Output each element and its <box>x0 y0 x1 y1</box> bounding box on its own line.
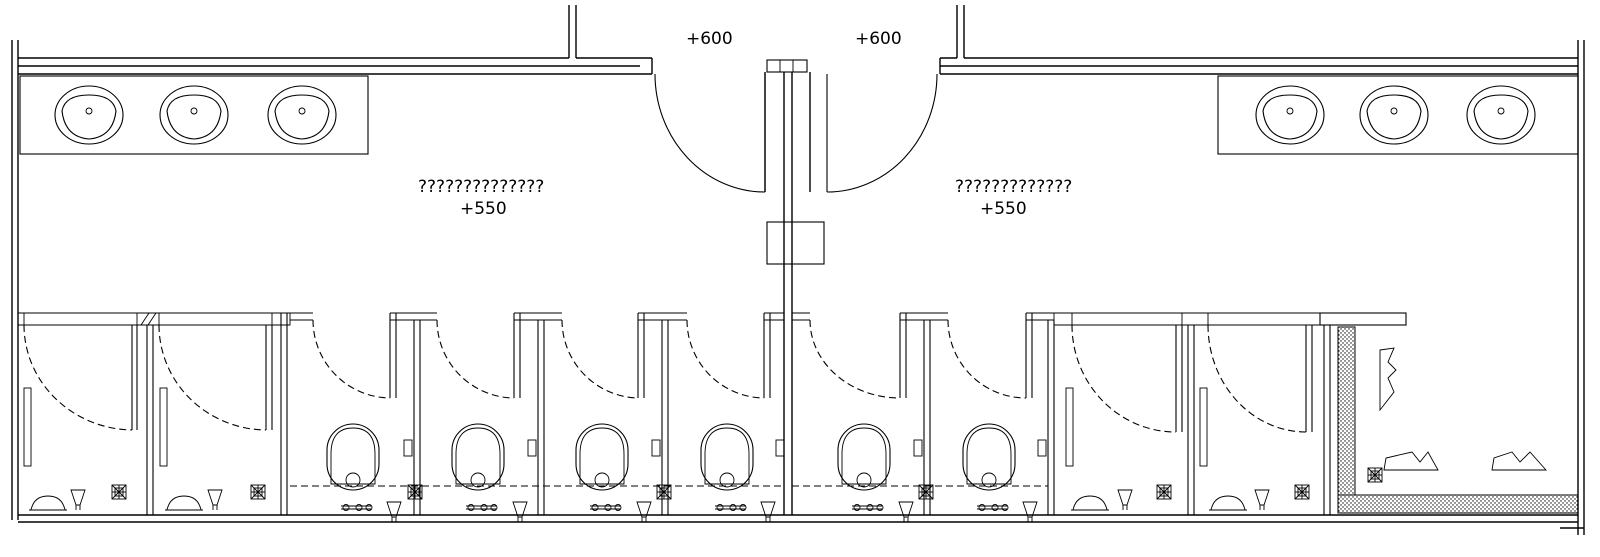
cubicles-right-wc <box>792 312 1055 523</box>
bidet-spray-icon <box>636 501 652 523</box>
floor-drain-icon <box>918 484 934 500</box>
floor-drain-icon <box>250 484 266 500</box>
washbasin-icon <box>1466 85 1536 145</box>
outer-walls <box>11 5 1585 535</box>
washbasin-icon <box>159 85 229 145</box>
wc-toilet-icon <box>451 423 505 512</box>
room-name-left: ?????????????? <box>418 177 544 197</box>
floor-drain-icon <box>407 484 423 500</box>
squat-toilet-icon <box>1070 495 1110 511</box>
room-level-right: +550 <box>980 199 1027 219</box>
floor-drain-icon <box>1156 484 1172 500</box>
washbasin-icon <box>267 85 337 145</box>
wc-toilet-icon <box>837 423 891 512</box>
bidet-spray-icon <box>1022 501 1038 523</box>
washbasin-icon <box>1359 85 1429 145</box>
washbasin-icon <box>54 85 124 145</box>
floor-drain-icon <box>1367 467 1383 483</box>
squat-toilet-icon <box>164 495 204 511</box>
door-level-right: +600 <box>855 29 902 49</box>
entrance-door-right <box>826 73 938 193</box>
wc-toilet-icon <box>575 423 629 512</box>
bidet-spray-icon <box>207 489 223 511</box>
wc-toilet-icon <box>962 423 1016 512</box>
cubicles-right-squat <box>1053 312 1331 515</box>
vanity-left <box>19 75 369 155</box>
floor-drain-icon <box>656 484 672 500</box>
floor-drain-icon <box>111 484 127 500</box>
cubicles-left-squat <box>17 312 291 515</box>
entrance-door-left <box>654 73 766 193</box>
room-name-right: ????????????? <box>955 177 1072 197</box>
wc-toilet-icon <box>326 423 380 512</box>
bidet-spray-icon <box>1117 489 1133 511</box>
bidet-spray-icon <box>70 489 86 511</box>
room-level-left: +550 <box>460 199 507 219</box>
bidet-spray-icon <box>1254 489 1270 511</box>
bidet-spray-icon <box>898 501 914 523</box>
bidet-spray-icon <box>386 501 402 523</box>
cubicles-left-wc <box>290 312 785 523</box>
center-wall <box>764 59 825 515</box>
vanity-right <box>1217 75 1579 155</box>
squat-toilet-icon <box>1208 495 1248 511</box>
urinal-area <box>1319 312 1579 514</box>
wc-toilet-icon <box>700 423 754 512</box>
squat-toilet-icon <box>28 495 68 511</box>
washbasin-icon <box>1255 85 1325 145</box>
floor-drain-icon <box>1294 484 1310 500</box>
door-level-left: +600 <box>686 29 733 49</box>
bidet-spray-icon <box>512 501 528 523</box>
bidet-spray-icon <box>760 501 776 523</box>
